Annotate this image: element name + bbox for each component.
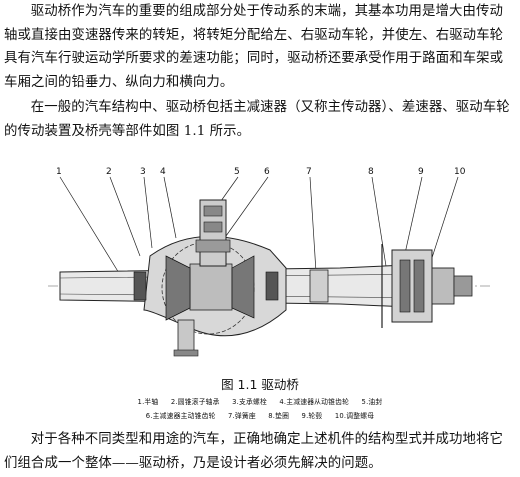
bevel-gears — [165, 255, 255, 321]
legend-item: 9.轮毂 — [301, 412, 323, 420]
pinion-housing — [195, 199, 231, 267]
drive-axle-figure: 1 2 3 4 5 6 7 8 9 10 — [48, 167, 492, 357]
paragraph-intro: 驱动桥作为汽车的重要的组成部分处于传动系的末端，其基本功用是增大由传动轴或直接由… — [4, 4, 504, 90]
callout-7: 7 — [306, 167, 312, 177]
figure-caption: 图 1.1 驱动桥 — [221, 377, 299, 392]
adjusting-nut — [453, 275, 473, 297]
legend-item: 4.主减速器从动锥齿轮 — [279, 398, 350, 406]
callout-2: 2 — [106, 167, 112, 177]
legend-item: 8.垫圈 — [268, 412, 290, 420]
differential-case — [189, 263, 233, 311]
callout-9: 9 — [418, 167, 424, 177]
legend-item: 6.主减速器主动锥齿轮 — [145, 412, 216, 420]
legend-item: 7.弹簧座 — [228, 412, 256, 420]
legend-item: 3.支承螺栓 — [232, 398, 267, 406]
wheel-hub — [381, 244, 473, 328]
paragraph-conclusion: 对于各种不同类型和用途的汽车，正确地确定上述机件的结构型式并成功地将它们组合成一… — [4, 432, 503, 471]
callout-6: 6 — [264, 167, 270, 177]
spring-seat — [309, 269, 329, 303]
support-bolt — [173, 319, 199, 357]
legend-item: 10.调整螺母 — [334, 412, 375, 420]
callout-10: 10 — [454, 167, 466, 177]
leader-lines — [59, 176, 459, 279]
legend-item: 1.半轴 — [137, 398, 159, 406]
legend-item: 2.圆锥滚子轴承 — [170, 398, 220, 406]
figure-legend-row-1: 1.半轴 2.圆锥滚子轴承 3.支承螺栓 4.主减速器从动锥齿轮 5.油封 — [0, 396, 520, 406]
legend-item: 5.油封 — [361, 398, 383, 406]
callout-3: 3 — [140, 167, 146, 177]
callout-5: 5 — [234, 167, 240, 177]
bearings — [133, 271, 279, 301]
callout-8: 8 — [368, 167, 374, 177]
figure-legend-row-2: 6.主减速器主动锥齿轮 7.弹簧座 8.垫圈 9.轮毂 10.调整螺母 — [0, 410, 520, 420]
callout-4: 4 — [160, 167, 166, 177]
paragraph-components: 在一般的汽车结构中、驱动桥包括主减速器（又称主传动器）、差速器、驱动车轮的传动装… — [4, 100, 510, 139]
callout-1: 1 — [56, 167, 62, 177]
